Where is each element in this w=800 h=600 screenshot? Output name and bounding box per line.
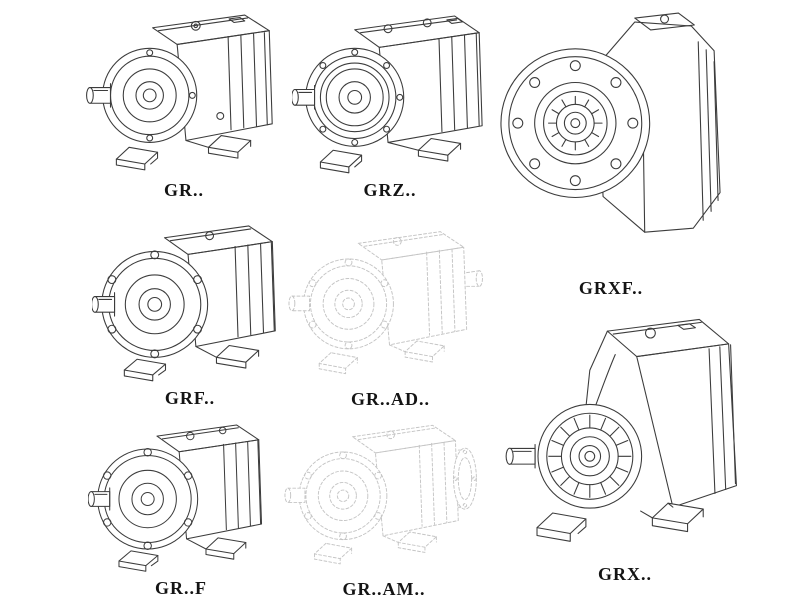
gearbox-drawing-gr-f [88, 424, 263, 572]
gearbox-drawing-gr-ad [288, 231, 483, 375]
gearbox-drawing-grx [505, 318, 737, 542]
figure-label-gr-f: GR..F [155, 578, 207, 598]
gearbox-drawing-gr [86, 14, 273, 171]
figure-label-gr-am: GR..AM.. [342, 579, 426, 599]
figure-grf: GRF.. [92, 212, 288, 409]
figure-grxf: GRXF.. [496, 4, 726, 299]
figure-label-gr-ad: GR..AD.. [351, 389, 430, 409]
figure-label-grf: GRF.. [164, 388, 216, 408]
figure-grx: GRX.. [494, 294, 756, 585]
gearbox-drawing-gr-am [284, 424, 477, 565]
gearbox-drawing-grf [92, 225, 276, 382]
figure-gr-ad: GR..AD.. [288, 214, 493, 410]
figure-label-grz: GRZ.. [363, 180, 417, 200]
figure-label-grxf: GRXF.. [578, 278, 644, 298]
figure-gr-f: GR..F [88, 412, 274, 599]
figure-label-grx: GRX.. [598, 564, 652, 584]
figure-label-gr: GR.. [164, 180, 204, 200]
figure-grz: GRZ.. [292, 4, 488, 201]
figure-gr-am: GR..AM.. [284, 408, 484, 600]
gearbox-drawing-grxf [500, 12, 721, 233]
gearbox-drawing-grz [292, 15, 483, 174]
figure-gr: GR.. [86, 4, 282, 201]
